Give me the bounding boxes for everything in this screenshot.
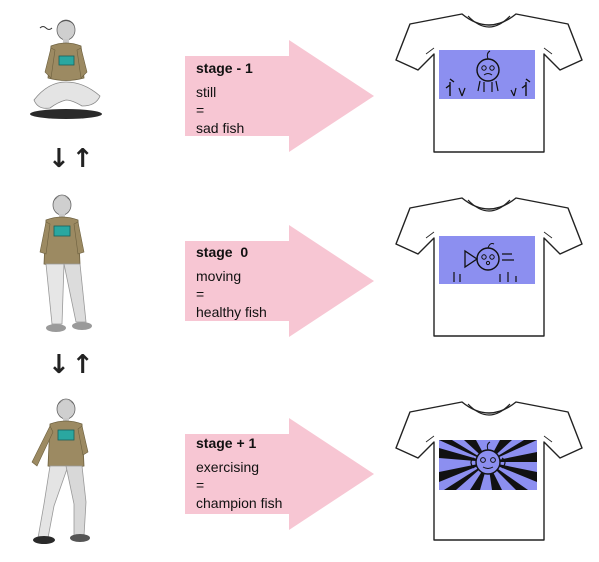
stage-result: healthy fish <box>196 304 267 320</box>
stage-arrow-shape <box>185 418 374 530</box>
tshirt-healthy-fish <box>395 197 583 337</box>
tshirt-champion-fish <box>395 401 583 541</box>
stage-arrow-shape <box>185 40 374 152</box>
stage-equals: = <box>196 477 205 493</box>
person-sitting-figure <box>30 19 102 119</box>
stage-label: stage 0 moving = healthy fish <box>196 243 267 321</box>
stage-result: sad fish <box>196 120 245 136</box>
person-standing-figure <box>39 194 92 332</box>
stage-equals: = <box>196 286 205 302</box>
stage-title: stage + 1 <box>196 435 257 451</box>
stage-label: stage - 1 still = sad fish <box>196 59 253 137</box>
stage-activity: moving <box>196 268 242 284</box>
person-walking-figure <box>31 398 90 544</box>
stage-title: stage 0 <box>196 244 249 260</box>
stage-arrow-shape <box>185 225 374 337</box>
swap-arrows-icon: ↓↑ <box>48 144 96 174</box>
stage-label: stage + 1 exercising = champion fish <box>196 434 282 512</box>
stage-activity: still <box>196 84 217 100</box>
stage-result: champion fish <box>196 495 283 511</box>
stage-title: stage - 1 <box>196 60 253 76</box>
stage-equals: = <box>196 102 205 118</box>
stage-activity: exercising <box>196 459 260 475</box>
tshirt-sad-fish <box>395 13 583 153</box>
swap-arrows-icon: ↓↑ <box>48 350 96 380</box>
